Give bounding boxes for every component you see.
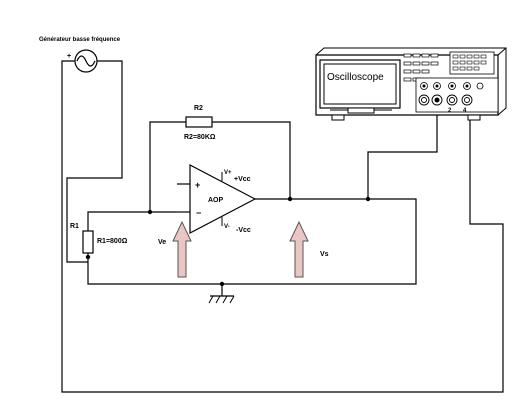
voltage-ve: Ve — [158, 220, 192, 278]
r1-name: R1 — [70, 223, 79, 230]
wire-generator-to-r1 — [66, 60, 123, 263]
op-amp: + − AOP V+ V- +Vcc -Vcc — [189, 164, 257, 234]
input-panel — [415, 77, 499, 113]
screen — [323, 63, 397, 105]
wire-r1-to-minus — [87, 211, 177, 231]
vcc-neg-label: -Vcc — [236, 227, 251, 234]
wire-feedback-right — [212, 121, 291, 199]
foot-right — [467, 114, 481, 121]
node-minus — [147, 209, 153, 215]
r1-body — [82, 230, 94, 254]
vplus-label: V+ — [224, 170, 232, 176]
resistor-r2: R2 R2=80KΩ — [184, 105, 216, 141]
oscilloscope-title: Oscilloscope — [327, 72, 384, 83]
channel-2-label: 2 — [448, 108, 452, 114]
wire-generator-to-osc-ch4 — [61, 60, 504, 393]
wire-output-loop — [87, 198, 417, 285]
vminus-label: V- — [224, 224, 230, 230]
node-output — [287, 196, 293, 202]
control-buttons — [403, 51, 495, 82]
wire-feedback-left — [149, 121, 186, 212]
ve-arrow-icon — [172, 220, 192, 278]
op-amp-name: AOP — [208, 197, 224, 204]
voltage-vs: Vs — [289, 220, 329, 278]
wires — [61, 60, 504, 393]
vs-label: Vs — [320, 251, 329, 258]
signal-generator: Générateur basse fréquence + — [39, 37, 121, 73]
node-scope-tap — [365, 196, 371, 202]
junction-nodes — [85, 196, 371, 287]
ground-icon — [208, 295, 235, 304]
r2-body — [185, 116, 213, 128]
generator-label: Générateur basse fréquence — [39, 37, 121, 43]
resistor-r1: R1 R1=800Ω — [70, 223, 128, 254]
oscilloscope: Oscilloscope — [315, 47, 507, 121]
vcc-pos-label: +Vcc — [234, 176, 251, 183]
op-amp-minus: − — [196, 208, 201, 218]
r2-value: R2=80KΩ — [184, 134, 216, 141]
wire-output-to-osc-ch2 — [367, 102, 438, 199]
generator-plus-sign: + — [67, 53, 71, 60]
node-ground — [219, 281, 225, 287]
foot-left — [331, 114, 345, 121]
sine-wave-icon — [76, 55, 96, 67]
op-amp-plus: + — [195, 180, 200, 190]
disk-slot — [347, 107, 375, 114]
r2-name: R2 — [194, 105, 203, 112]
ve-label: Ve — [158, 239, 166, 246]
vs-arrow-icon — [289, 220, 309, 278]
node-r1 — [85, 254, 91, 260]
op-amp-triangle — [189, 164, 257, 234]
channel-4-label: 4 — [463, 108, 467, 114]
r1-value: R1=800Ω — [97, 238, 128, 245]
channel-connectors: 2 4 — [418, 94, 473, 114]
knobs — [420, 82, 484, 90]
